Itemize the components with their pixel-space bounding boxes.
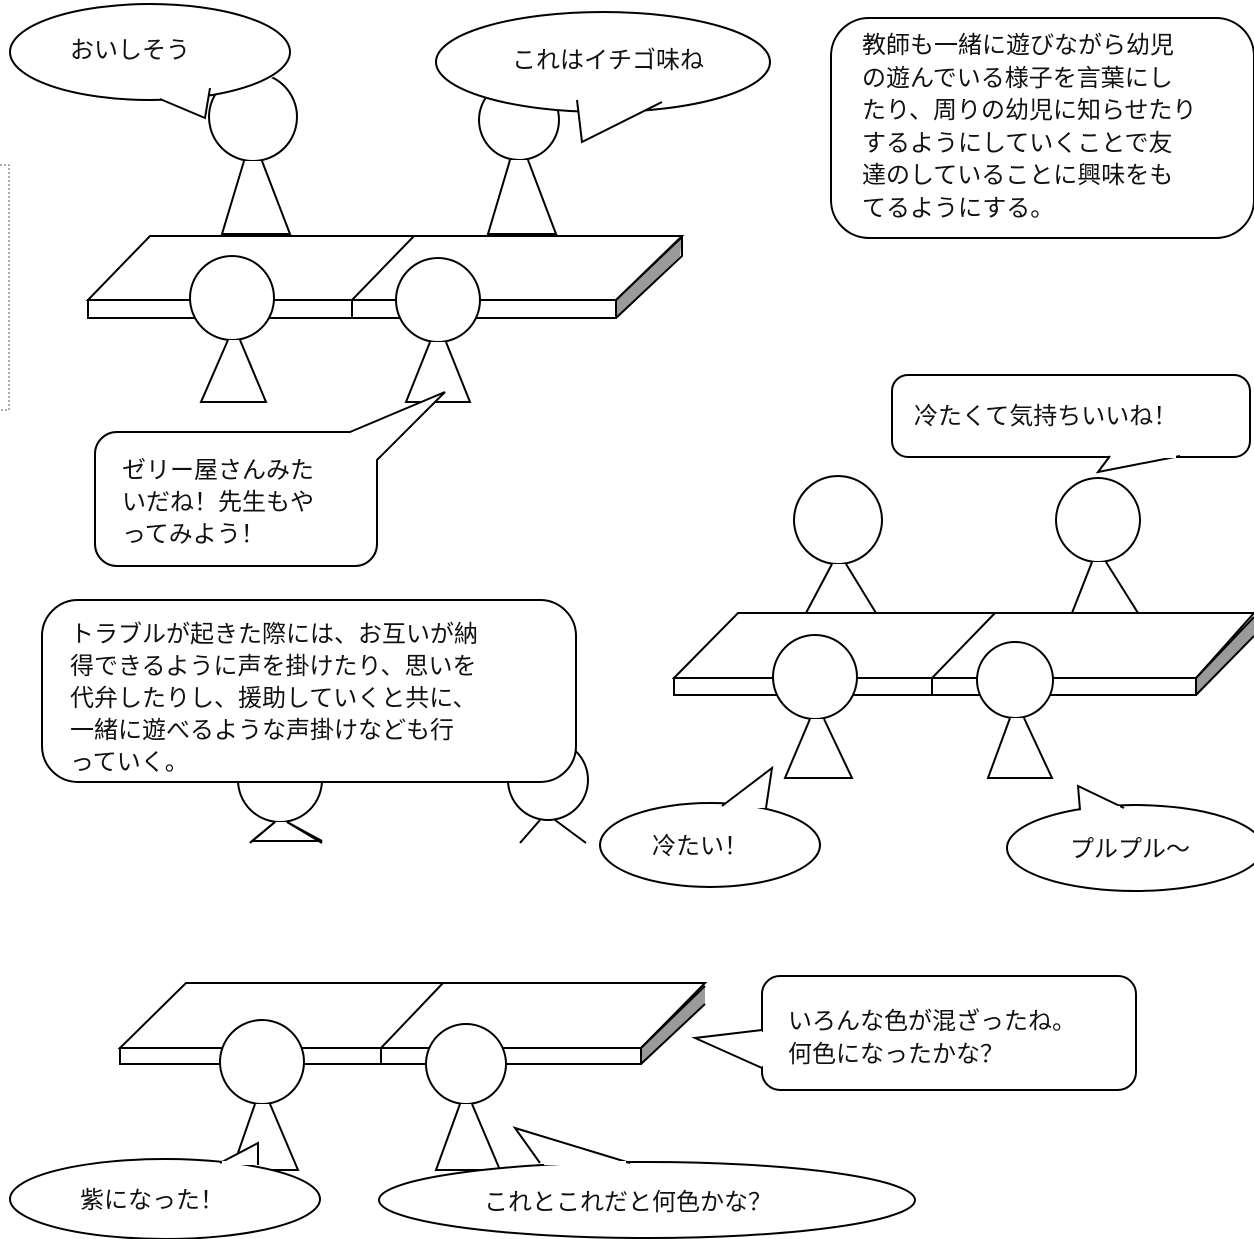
note-teacher-line-5: 達のしていることに興味をも [862,161,1173,189]
child-back-left [793,475,883,614]
note-trouble-line-1: トラブルが起きた際には、お互いが納 [70,620,478,648]
speech-cold-feels-good: 冷たくて気持ちいいね！ [914,402,1177,430]
note-teacher-support-box [830,17,1254,239]
bubble-purple [9,1141,321,1239]
note-teacher-line-4: するようにしていくことで友 [862,129,1173,157]
scene-1 [85,72,685,403]
speech-strawberry: これはイチゴ味ね [512,46,704,74]
bubble-which-color [378,1126,916,1239]
table-1 [85,234,685,319]
note-teacher-line-3: たり、周りの幼児に知らせたり [862,96,1197,124]
bubble-strawberry [435,11,771,144]
speech-mixed-line-2: 何色になったかな？ [788,1040,1004,1068]
note-teacher-line-1: 教師も一緒に遊びながら幼児 [862,31,1174,59]
speech-jelly-shop-line-2: いだね！先生もや [122,488,314,516]
child-front-right [425,1023,507,1171]
bubble-cold-feels-good [891,374,1251,474]
bubble-jiggly [1006,784,1254,892]
speech-jelly-shop-line-3: ってみよう！ [122,520,265,548]
speech-mixed-line-1: いろんな色が混ざったね。 [788,1007,1076,1035]
speech-jiggly: プルプル～ [1070,835,1190,863]
note-trouble-line-3: 代弁したりし、援助していくと共に、 [70,684,477,712]
table-3 [117,982,708,1065]
speech-delicious: おいしそう [70,36,190,64]
bubble-cold [599,765,821,888]
dotted-bracket [0,164,10,411]
speech-which-color: これとこれだと何色かな？ [484,1188,772,1216]
note-teacher-line-2: の遊んでいる様子を言葉にし [862,64,1173,92]
speech-jelly-shop-line-1: ゼリー屋さんみた [122,456,314,484]
note-trouble-box [41,599,577,783]
speech-purple: 紫になった！ [80,1186,224,1214]
note-trouble-line-4: 一緒に遊べるような声掛けなども行 [70,716,454,744]
child-front-right [976,641,1054,779]
child-front-left [189,255,275,403]
child-back-left [208,72,298,235]
child-front-left [219,1019,305,1171]
speech-cold: 冷たい！ [652,832,748,860]
child-front-left [772,634,858,779]
note-trouble-line-5: っていく。 [70,748,189,776]
scene-3 [117,737,708,1171]
child-back-right [1055,477,1141,614]
scene-2 [671,475,1254,779]
note-trouble-line-2: 得できるように声を掛けたり、思いを [70,652,477,680]
child-front-right [395,257,481,403]
note-teacher-line-6: てるようにする。 [862,194,1054,222]
table-2 [671,612,1254,696]
bubble-mixed-colors [691,975,1137,1091]
bubble-jelly-shop [94,391,446,567]
bubble-delicious [9,3,291,120]
